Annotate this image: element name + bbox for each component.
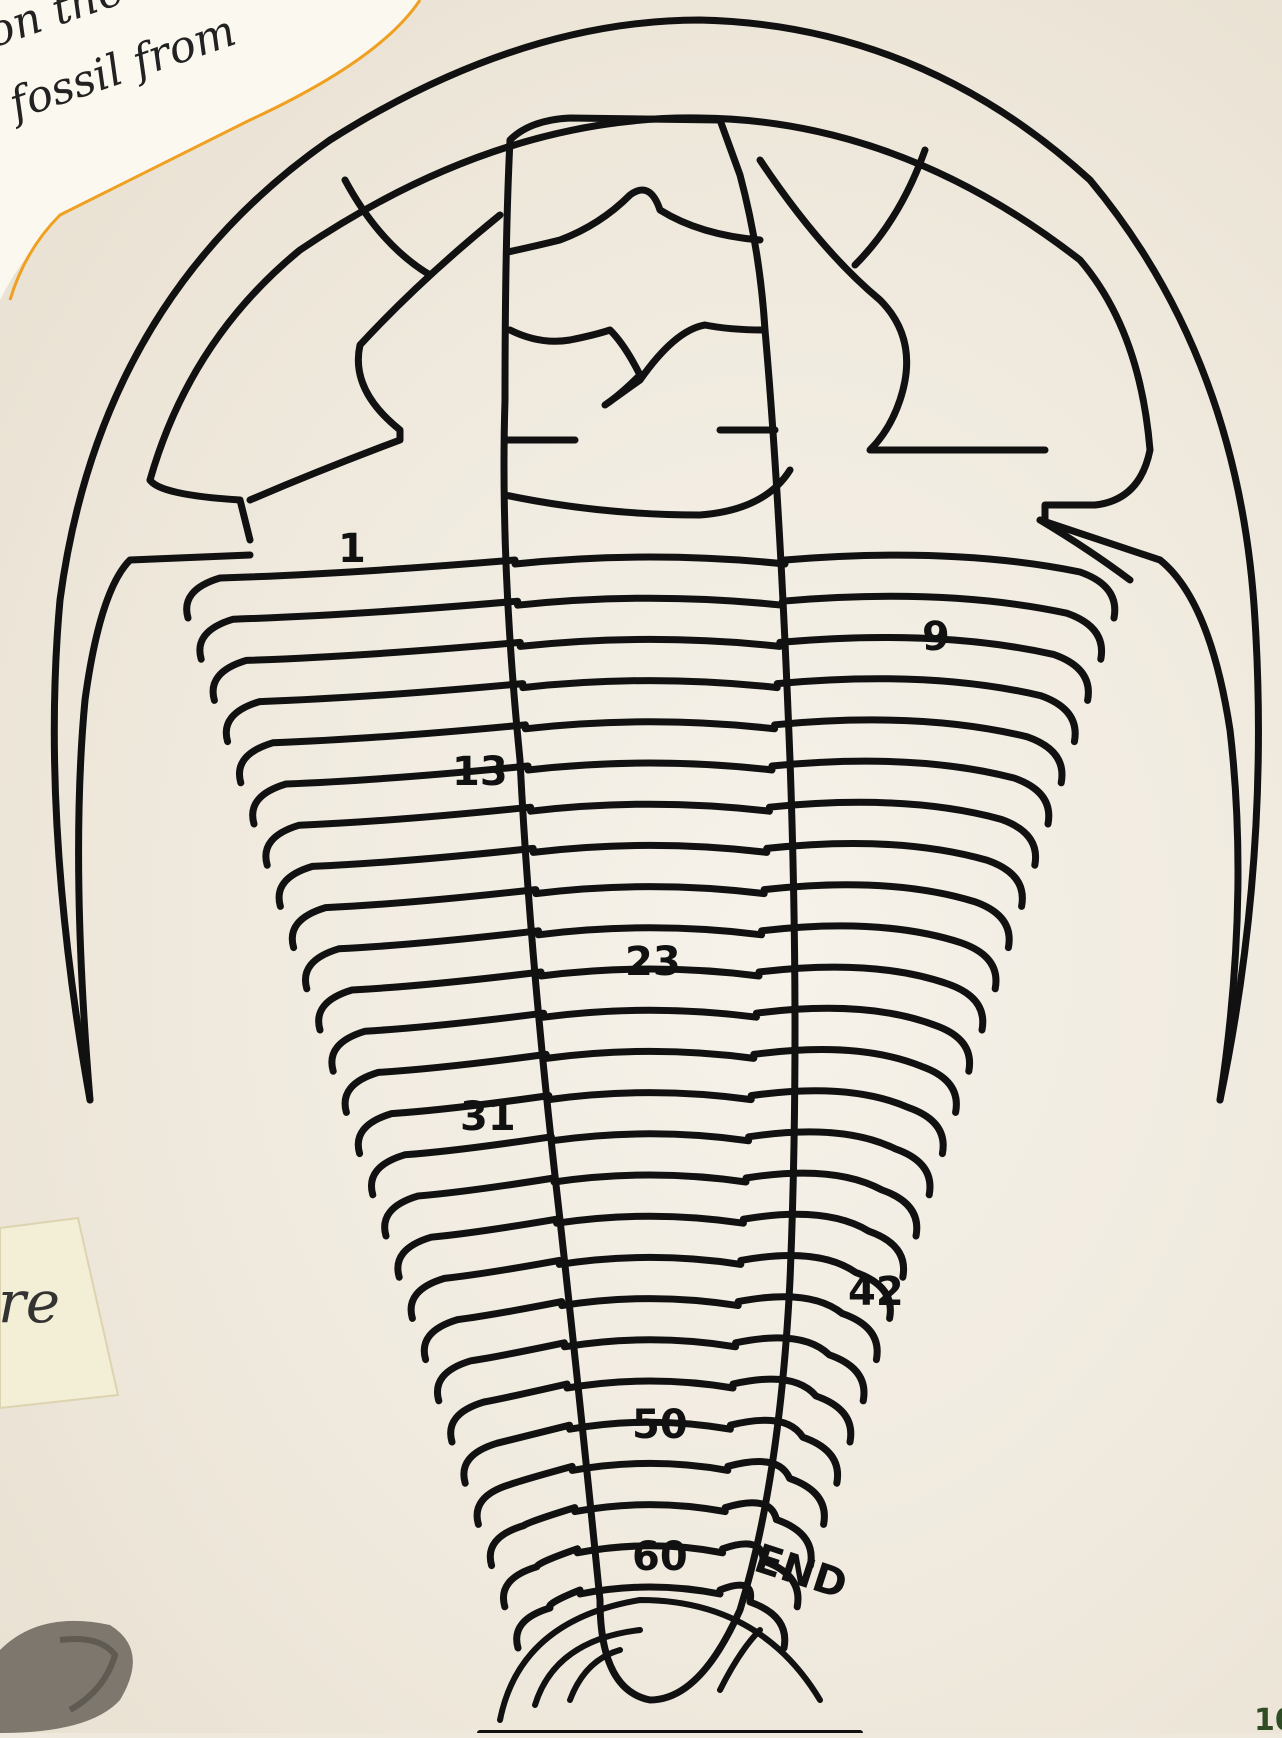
label-42: 42: [848, 1269, 904, 1315]
axial-ring: [525, 722, 774, 729]
rib-right: [767, 844, 1023, 907]
rib-left: [266, 807, 531, 865]
axial-ring: [533, 845, 767, 852]
thoracic-segments: [187, 555, 1115, 1648]
axial-ring: [551, 1134, 748, 1141]
rib-right: [769, 802, 1035, 865]
rib-right: [754, 1050, 957, 1113]
rib-right: [743, 1214, 903, 1277]
rib-right: [764, 885, 1009, 948]
cephalon-inner-ring: [150, 118, 1150, 520]
rib-right: [751, 1091, 943, 1154]
rib-left: [319, 972, 541, 1030]
rib-right: [749, 1132, 930, 1195]
axial-ring: [515, 557, 785, 564]
axial-ring: [554, 1175, 746, 1182]
axial-ring: [580, 1587, 720, 1594]
axial-ring: [518, 598, 783, 605]
axial-ring: [562, 1299, 738, 1306]
axial-ring: [572, 1463, 728, 1470]
rib-right: [736, 1338, 864, 1401]
occipital-ring: [505, 470, 790, 515]
axial-ring: [549, 1093, 751, 1100]
rib-left: [226, 684, 523, 742]
rib-right: [775, 720, 1062, 783]
axial-ring: [538, 928, 761, 935]
rib-left: [332, 1013, 544, 1071]
axial-ring: [520, 639, 780, 646]
axial-ring: [528, 763, 772, 770]
side-note-text: re: [0, 1268, 60, 1336]
label-50: 50: [632, 1402, 688, 1448]
axial-ring: [567, 1381, 733, 1388]
axial-ring: [575, 1505, 725, 1512]
stone-illustration: [0, 1621, 133, 1733]
left-genal-spine: [79, 555, 250, 1100]
label-1: 1: [338, 526, 366, 572]
glabella-front-furrow: [508, 190, 760, 252]
rib-left: [345, 1054, 546, 1112]
rib-left: [292, 890, 536, 948]
axial-ring: [559, 1257, 741, 1264]
rib-right: [785, 555, 1115, 618]
rib-left: [279, 848, 533, 906]
label-23: 23: [625, 939, 681, 985]
label-13: 13: [452, 749, 508, 795]
rib-left: [200, 601, 518, 659]
rib-right: [756, 1008, 969, 1071]
rib-left: [358, 1096, 549, 1154]
label-9: 9: [922, 614, 950, 660]
glabella-middle-furrow: [510, 325, 765, 405]
rib-left: [305, 931, 538, 989]
left-cheek-edge: [150, 480, 250, 540]
label-60: 60: [632, 1534, 688, 1580]
axial-ring: [531, 804, 770, 811]
axial-ring: [546, 1051, 754, 1058]
rib-right: [733, 1379, 851, 1442]
axial-ring: [523, 681, 777, 688]
rib-left: [213, 642, 520, 700]
axial-ring: [544, 1010, 757, 1017]
right-eye-ridge: [855, 150, 925, 265]
right-genal-spine: [1040, 520, 1238, 1100]
rib-right: [746, 1173, 917, 1236]
trilobite-outline: [54, 20, 1258, 1700]
pygidium: [480, 1600, 860, 1733]
axial-ring: [536, 887, 764, 894]
rib-right: [777, 679, 1075, 742]
axial-ring: [564, 1340, 735, 1347]
label-31: 31: [460, 1094, 516, 1140]
rib-right: [772, 761, 1049, 824]
axial-ring: [557, 1216, 744, 1223]
